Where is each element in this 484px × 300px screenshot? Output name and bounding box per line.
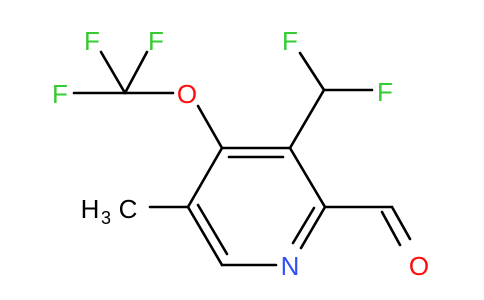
atom-methyl-subscript: 3 [101,208,111,228]
bond-c5-c4 [186,146,224,209]
bond-c3-c2 [288,146,327,209]
bond-c3-chf2 [288,88,326,150]
bond-cho-o-inner [380,210,402,247]
atom-f3: F [52,79,68,109]
bond-c2-n-inner [291,206,316,245]
atom-methyl-h: H [81,194,100,224]
atom-o-ether: O [177,79,197,109]
bond-c2-n [299,205,327,250]
bond-c6-c5 [186,205,224,267]
atom-f4: F [282,26,298,56]
bond-cf3-f-top-left [99,50,127,95]
atom-methyl-c: C [119,194,138,224]
bond-cho-o [390,205,412,241]
bond-chf2-f-top [298,51,326,92]
bond-o-c4 [196,104,224,150]
atom-o-aldehyde: O [409,251,429,281]
bond-cf3-f-top-right [123,50,149,95]
bond-c6-c5-inner [196,203,229,256]
atom-n-ring: N [281,251,300,281]
atom-f1: F [84,26,100,56]
atom-f5: F [377,77,393,107]
atom-f2: F [148,26,164,56]
